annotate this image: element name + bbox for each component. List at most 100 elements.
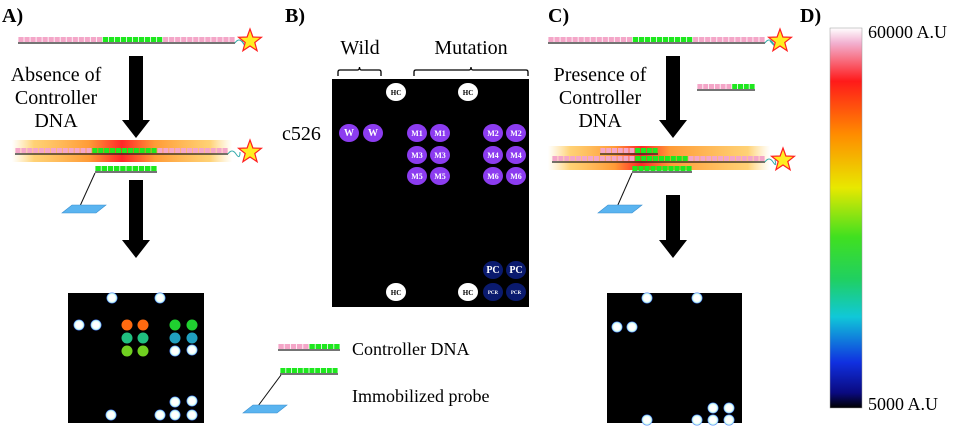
linker bbox=[764, 39, 775, 47]
base-pink bbox=[163, 37, 169, 42]
base-green bbox=[670, 156, 676, 161]
condition-line-1: Absence of bbox=[11, 64, 102, 86]
base-green bbox=[687, 37, 693, 42]
panel-d-label: D) bbox=[800, 5, 821, 27]
base-green bbox=[138, 166, 145, 171]
spot-m3 bbox=[430, 146, 450, 164]
base-pink bbox=[68, 148, 74, 153]
array-spot bbox=[186, 332, 198, 344]
base-pink bbox=[576, 156, 582, 161]
base-green bbox=[668, 166, 674, 171]
spot-label: M3 bbox=[411, 151, 423, 160]
array-spot bbox=[137, 345, 149, 357]
base-pink bbox=[30, 37, 36, 42]
array-spot bbox=[626, 321, 638, 333]
target-strand bbox=[548, 37, 765, 44]
array-spot bbox=[105, 409, 117, 421]
base-pink bbox=[84, 37, 90, 42]
base-pink bbox=[602, 37, 608, 42]
spot-label: M1 bbox=[411, 129, 423, 138]
base-pink bbox=[723, 156, 730, 161]
array-spot bbox=[106, 292, 118, 304]
base-pink bbox=[605, 156, 611, 161]
base-pink bbox=[163, 148, 169, 153]
base-green bbox=[332, 368, 338, 373]
base-pink bbox=[217, 37, 223, 42]
base-green bbox=[686, 166, 692, 171]
base-pink bbox=[36, 37, 42, 42]
base-pink bbox=[54, 37, 60, 42]
base-pink bbox=[590, 37, 596, 42]
base-green bbox=[326, 368, 332, 373]
spot-w bbox=[363, 124, 383, 142]
surface-pad bbox=[61, 204, 107, 214]
controller-dna bbox=[697, 84, 755, 91]
base-pink bbox=[558, 156, 564, 161]
base-pink bbox=[169, 148, 175, 153]
base-pink bbox=[205, 37, 211, 42]
spot-label: PC bbox=[486, 265, 499, 276]
base-pink bbox=[181, 148, 187, 153]
base-pink bbox=[229, 37, 235, 42]
spot-label: PCR bbox=[511, 291, 522, 296]
base-green bbox=[151, 37, 157, 42]
base-green bbox=[732, 84, 738, 89]
base-green bbox=[656, 37, 663, 42]
base-pink bbox=[210, 148, 216, 153]
condition-line-2: Controller bbox=[15, 87, 98, 109]
base-pink bbox=[759, 156, 765, 161]
fluorophore-star-icon bbox=[236, 138, 264, 164]
base-pink bbox=[169, 37, 175, 42]
base-pink bbox=[42, 37, 48, 42]
base-pink bbox=[548, 37, 554, 42]
fluorophore-star-icon bbox=[766, 27, 794, 53]
base-pink bbox=[694, 156, 700, 161]
base-pink bbox=[175, 148, 181, 153]
base-green bbox=[315, 344, 321, 349]
base-green bbox=[644, 37, 651, 42]
base-pink bbox=[27, 148, 33, 153]
base-pink bbox=[600, 148, 606, 153]
spot-label: W bbox=[368, 128, 378, 139]
base-pink bbox=[718, 156, 724, 161]
base-green bbox=[644, 166, 650, 171]
spot-label: M2 bbox=[487, 129, 499, 138]
base-pink bbox=[56, 148, 62, 153]
base-green bbox=[632, 166, 638, 171]
base-pink bbox=[303, 344, 309, 349]
base-pink bbox=[626, 37, 632, 42]
base-pink bbox=[560, 37, 566, 42]
base-green bbox=[151, 166, 157, 171]
base-pink bbox=[90, 37, 96, 42]
row-label: c526 bbox=[282, 123, 321, 145]
base-pink bbox=[297, 344, 303, 349]
colorbar bbox=[829, 27, 863, 409]
base-pink bbox=[181, 37, 187, 42]
base-pink bbox=[714, 84, 720, 89]
base-pink bbox=[199, 37, 205, 42]
base-green bbox=[664, 156, 670, 161]
controller-dna bbox=[600, 148, 658, 155]
spot-hc bbox=[386, 283, 406, 301]
array-spot bbox=[154, 409, 166, 421]
base-green bbox=[652, 148, 658, 153]
array-spot bbox=[186, 409, 198, 421]
base-green bbox=[650, 166, 656, 171]
target-strand bbox=[18, 37, 235, 44]
base-pink bbox=[726, 84, 732, 89]
base-green bbox=[309, 344, 315, 349]
array-spot bbox=[169, 319, 181, 331]
base-pink bbox=[72, 37, 78, 42]
panel-b-label: B) bbox=[285, 5, 305, 27]
array-spot bbox=[723, 402, 735, 414]
base-pink bbox=[717, 37, 723, 42]
base-green bbox=[662, 166, 668, 171]
base-green bbox=[749, 84, 755, 89]
base-pink bbox=[223, 37, 229, 42]
base-green bbox=[635, 156, 641, 161]
surface-pad bbox=[242, 404, 288, 414]
base-green bbox=[157, 37, 163, 42]
base-pink bbox=[50, 148, 57, 153]
array-spot bbox=[186, 319, 198, 331]
base-pink bbox=[62, 148, 68, 153]
